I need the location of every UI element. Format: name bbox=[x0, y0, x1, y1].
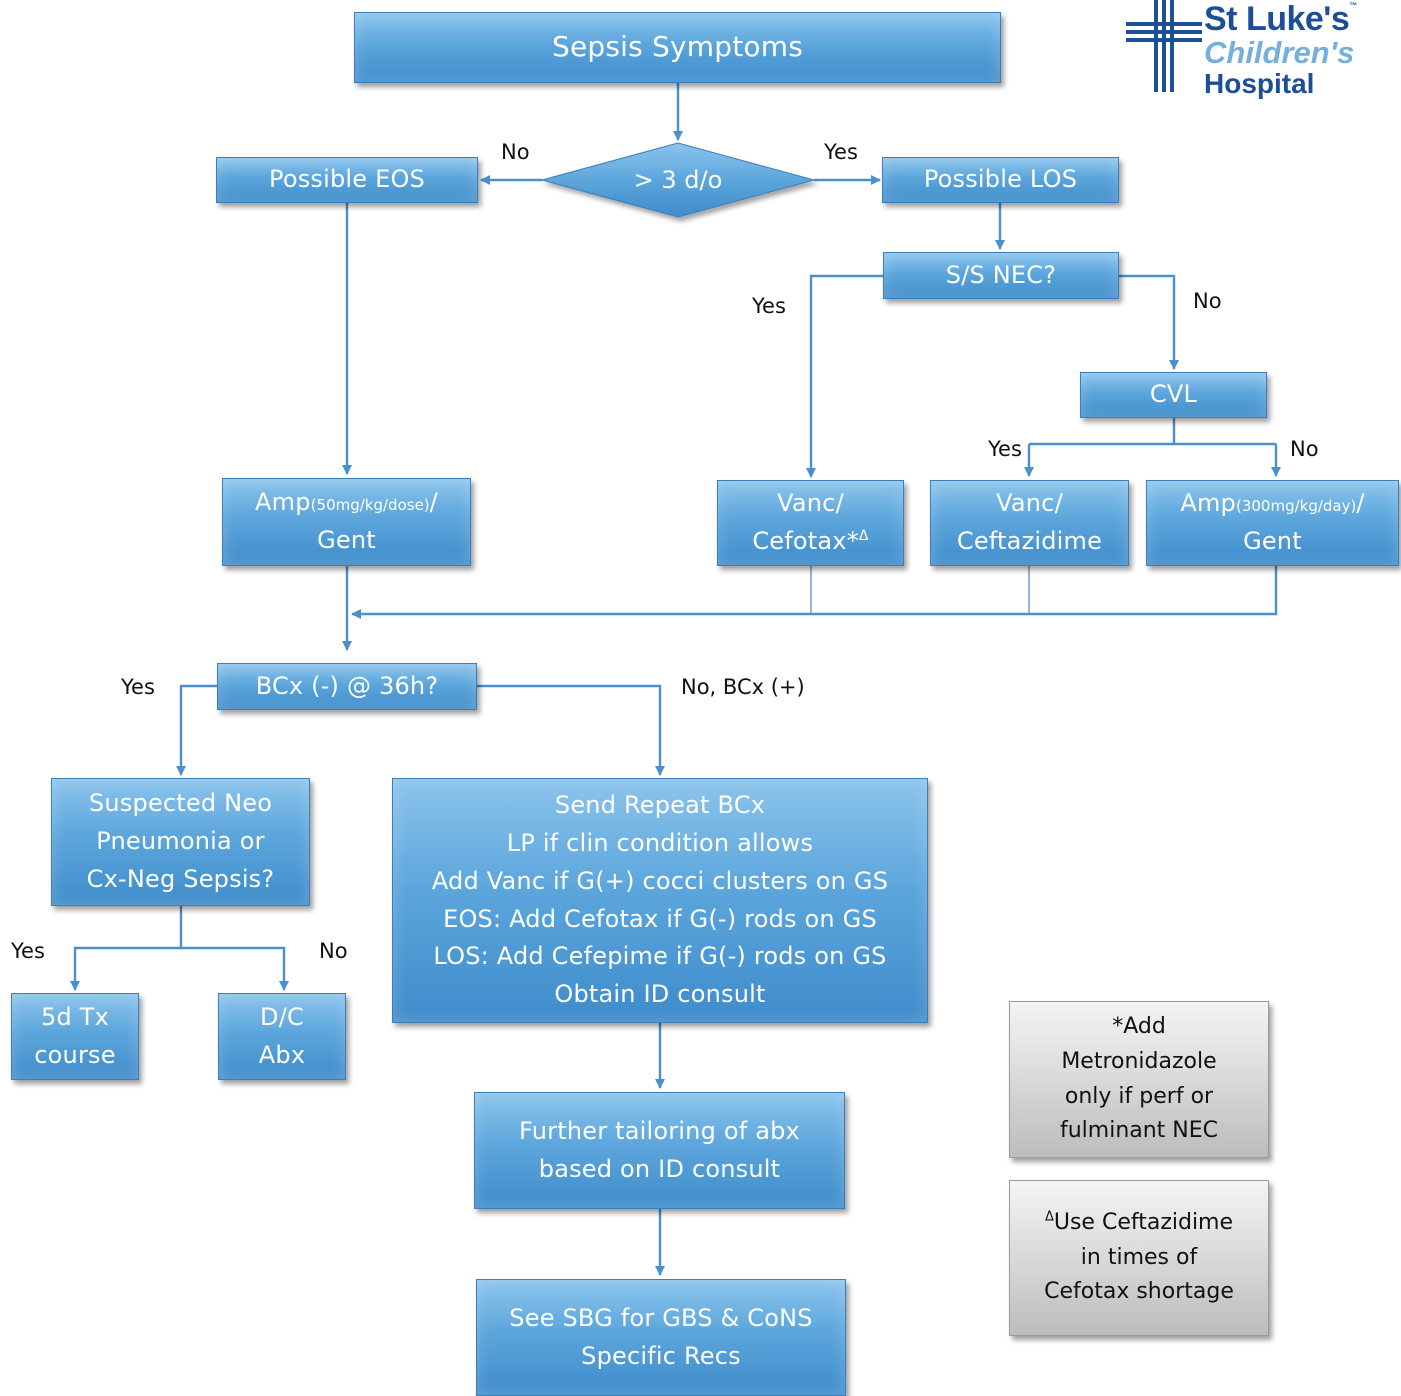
amp-gent-los-node: Amp(300mg/kg/day)/ Gent bbox=[1146, 480, 1399, 566]
edge-neo-yes bbox=[70, 946, 181, 991]
hospital-logo: St Luke's™ Children's Hospital bbox=[1126, 0, 1376, 112]
see-sbg-node: See SBG for GBS & CoNS Specific Recs bbox=[476, 1279, 846, 1396]
cvl-no-label: No bbox=[1290, 437, 1319, 461]
cross-icon bbox=[1126, 0, 1202, 92]
send-repeat-node: Send Repeat BCx LP if clin condition all… bbox=[392, 778, 928, 1023]
age-yes-label: Yes bbox=[824, 140, 858, 164]
edge-bcx-yes bbox=[176, 684, 217, 776]
edge-bcx-no bbox=[477, 684, 665, 776]
five-day-tx-node: 5d Tx course bbox=[11, 993, 139, 1080]
bcx-yes-label: Yes bbox=[121, 675, 155, 699]
vanc-ceftazidime-node: Vanc/ Ceftazidime bbox=[930, 480, 1129, 566]
logo-trademark: ™ bbox=[1349, 1, 1357, 10]
logo-hospital: Hospital bbox=[1204, 68, 1315, 99]
metronidazole-note: *Add Metronidazole only if perf or fulmi… bbox=[1009, 1001, 1269, 1158]
amp-gent-eos-node: Amp(50mg/kg/dose)/ Gent bbox=[222, 478, 471, 566]
possible-eos-node: Possible EOS bbox=[216, 157, 478, 203]
edge-nec-yes bbox=[806, 274, 883, 478]
ss-nec-node: S/S NEC? bbox=[883, 252, 1119, 299]
suspected-neo-node: Suspected Neo Pneumonia or Cx-Neg Sepsis… bbox=[51, 778, 310, 906]
further-tailoring-node: Further tailoring of abx based on ID con… bbox=[474, 1092, 845, 1209]
vanc-cefotax-node: Vanc/ Cefotax*Δ bbox=[717, 480, 904, 566]
possible-los-node: Possible LOS bbox=[882, 157, 1119, 203]
ceftazidime-note: ΔUse Ceftazidime in times of Cefotax sho… bbox=[1009, 1180, 1269, 1336]
cvl-yes-label: Yes bbox=[988, 437, 1022, 461]
nec-yes-label: Yes bbox=[752, 294, 786, 318]
logo-children: Children's bbox=[1204, 35, 1355, 70]
dc-abx-node: D/C Abx bbox=[218, 993, 346, 1080]
edge-nec-no bbox=[1119, 274, 1179, 370]
sepsis-symptoms-node: Sepsis Symptoms bbox=[354, 12, 1001, 83]
bcx-decision-node: BCx (-) @ 36h? bbox=[217, 663, 477, 710]
cvl-node: CVL bbox=[1080, 372, 1267, 418]
bcx-no-label: No, BCx (+) bbox=[681, 675, 805, 699]
edge-merge-bar bbox=[351, 566, 1278, 619]
neo-yes-label: Yes bbox=[11, 939, 45, 963]
age-no-label: No bbox=[501, 140, 530, 164]
neo-no-label: No bbox=[319, 939, 348, 963]
nec-no-label: No bbox=[1193, 289, 1222, 313]
age-decision-label: > 3 d/o bbox=[634, 166, 723, 194]
logo-name: St Luke's™ bbox=[1204, 0, 1357, 38]
age-decision-diamond bbox=[540, 142, 816, 218]
edge-neo-split bbox=[179, 906, 289, 991]
